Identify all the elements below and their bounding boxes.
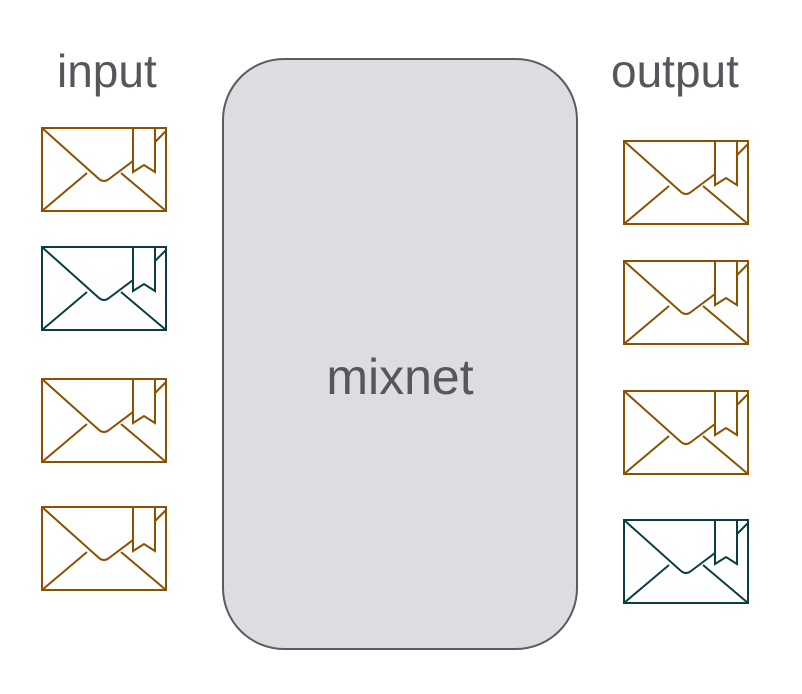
input-envelope-icon bbox=[40, 126, 168, 213]
input-label: input bbox=[57, 45, 157, 97]
mixnet-label: mixnet bbox=[326, 349, 474, 405]
input-envelope-icon bbox=[40, 505, 168, 592]
output-envelope-icon bbox=[622, 139, 750, 226]
output-envelope-icon bbox=[622, 259, 750, 346]
output-envelope-icon bbox=[622, 518, 750, 605]
output-envelope-icon bbox=[622, 389, 750, 476]
input-envelope-icon bbox=[40, 377, 168, 464]
input-envelope-icon bbox=[40, 245, 168, 332]
mixnet-box bbox=[222, 58, 578, 650]
output-label: output bbox=[611, 45, 739, 97]
